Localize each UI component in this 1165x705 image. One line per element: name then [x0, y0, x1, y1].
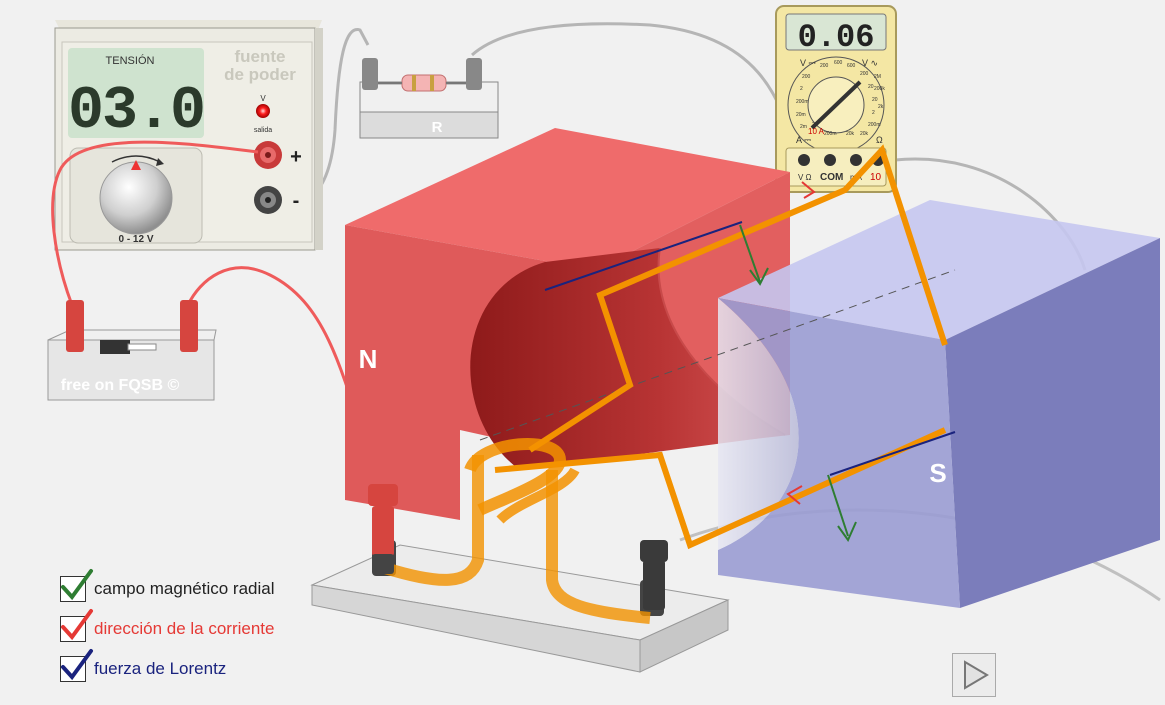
- legend-label-lorentz-force: fuerza de Lorentz: [94, 659, 227, 678]
- lorentz-force-checkbox[interactable]: [60, 649, 93, 682]
- voltage-readout: 03.0: [68, 78, 204, 146]
- plus-label: +: [290, 146, 302, 168]
- dial-label: 2: [872, 110, 875, 116]
- radial-field-top: [739, 224, 769, 286]
- dial-label: 20: [872, 97, 878, 103]
- voltage-knob[interactable]: [99, 161, 173, 235]
- dial-label: 200k: [874, 86, 885, 92]
- dial-label: 2: [800, 86, 803, 92]
- dial-label: 20k: [860, 131, 869, 137]
- multimeter: 0.06 V ⎓ V ∿ A ⎓ Ω 10 A 200 600 600 200 …: [775, 5, 897, 193]
- minus-label: -: [293, 190, 300, 212]
- clip-left: [66, 300, 84, 352]
- lorentz-force-top: [544, 221, 743, 291]
- switch-board-label: free on FQSB ©: [61, 377, 180, 394]
- legend-item-radial-field[interactable]: campo magnético radial: [60, 569, 275, 604]
- switch-board: free on FQSB ©: [47, 300, 217, 401]
- green-check-icon: [61, 569, 93, 601]
- brand-line2: de poder: [224, 65, 296, 84]
- dial-label: 2k: [878, 104, 884, 110]
- wire-red-positive: [51, 140, 259, 306]
- dial-label: 200m: [868, 122, 881, 128]
- legend-item-lorentz-force[interactable]: fuerza de Lorentz: [60, 649, 227, 684]
- dial-label: 20: [812, 122, 818, 128]
- label-v-dc: V ⎓: [800, 58, 816, 68]
- coil: [464, 144, 948, 550]
- current-direction-checkbox[interactable]: [60, 609, 93, 642]
- radial-field-checkbox[interactable]: [60, 569, 93, 602]
- led-label: V: [260, 94, 266, 103]
- legend-item-current-direction[interactable]: dirección de la corriente: [60, 609, 275, 644]
- north-cavity: [470, 248, 785, 470]
- dial-label: 200: [820, 63, 829, 69]
- power-supply: TENSIÓN 03.0 fuente de poder V salida + …: [54, 20, 323, 251]
- dial-label: 200m: [824, 131, 837, 137]
- coil-axis: [479, 269, 956, 441]
- legend-label-radial-field: campo magnético radial: [94, 579, 275, 598]
- port-com-label: COM: [820, 172, 843, 183]
- dial-label: 2m: [800, 124, 807, 130]
- current-arrow-top: [801, 181, 816, 199]
- output-label: salida: [254, 127, 272, 134]
- lorentz-force-bottom: [829, 431, 956, 476]
- positive-terminal[interactable]: [254, 141, 282, 169]
- wire-resistor-to-multimeter: [471, 22, 797, 151]
- negative-terminal[interactable]: [254, 186, 282, 214]
- dial-label: 2M: [874, 74, 881, 80]
- dial-label: 200: [802, 74, 811, 80]
- label-ohm: Ω: [876, 135, 883, 145]
- radial-field-bottom: [827, 474, 857, 543]
- coil-support-left: [383, 455, 484, 586]
- voltage-label: TENSIÓN: [106, 54, 155, 67]
- red-probe[interactable]: [368, 484, 398, 574]
- output-led: [256, 104, 270, 118]
- clip-right: [180, 300, 198, 352]
- play-button[interactable]: [952, 653, 996, 697]
- label-10a: 10 A: [808, 127, 825, 136]
- black-probe[interactable]: [640, 540, 668, 610]
- dial-label: 20: [868, 84, 874, 90]
- label-amp: A ⎓: [796, 135, 811, 145]
- current-arrow-bottom: [786, 485, 803, 505]
- port-ma[interactable]: [850, 154, 862, 166]
- port-v[interactable]: [798, 154, 810, 166]
- port-com[interactable]: [824, 154, 836, 166]
- dial-label: 20k: [846, 131, 855, 137]
- north-pole-label: N: [359, 344, 378, 374]
- brand-line1: fuente: [235, 47, 286, 66]
- resistor-label: R: [432, 119, 443, 136]
- play-icon: [964, 660, 989, 690]
- label-v-ac: V ∿: [862, 58, 878, 68]
- coil-support-right: [546, 470, 651, 624]
- range-label: 0 - 12 V: [118, 234, 153, 245]
- dial-label: 200: [860, 71, 869, 77]
- blue-check-icon: [61, 649, 93, 681]
- south-cavity: [718, 298, 799, 550]
- voltage-display-panel: [68, 48, 204, 138]
- port-10-label: 10: [870, 172, 882, 183]
- resistor: R: [359, 58, 499, 139]
- dial-label: 200m: [796, 99, 809, 105]
- dial-label: 600: [847, 63, 856, 69]
- dial-label: 600: [834, 60, 843, 66]
- multimeter-readout: 0.06: [798, 19, 875, 56]
- dial-tick-labels: 200 600 600 200 20 20 2 2 200m 200m 200m…: [796, 60, 885, 137]
- red-check-icon: [61, 609, 93, 641]
- south-pole-label: S: [929, 458, 946, 488]
- south-magnet: S: [718, 200, 1160, 608]
- dial-label: 20m: [796, 112, 806, 118]
- port-v-label: V Ω: [798, 173, 812, 182]
- legend-label-current-direction: dirección de la corriente: [94, 619, 275, 638]
